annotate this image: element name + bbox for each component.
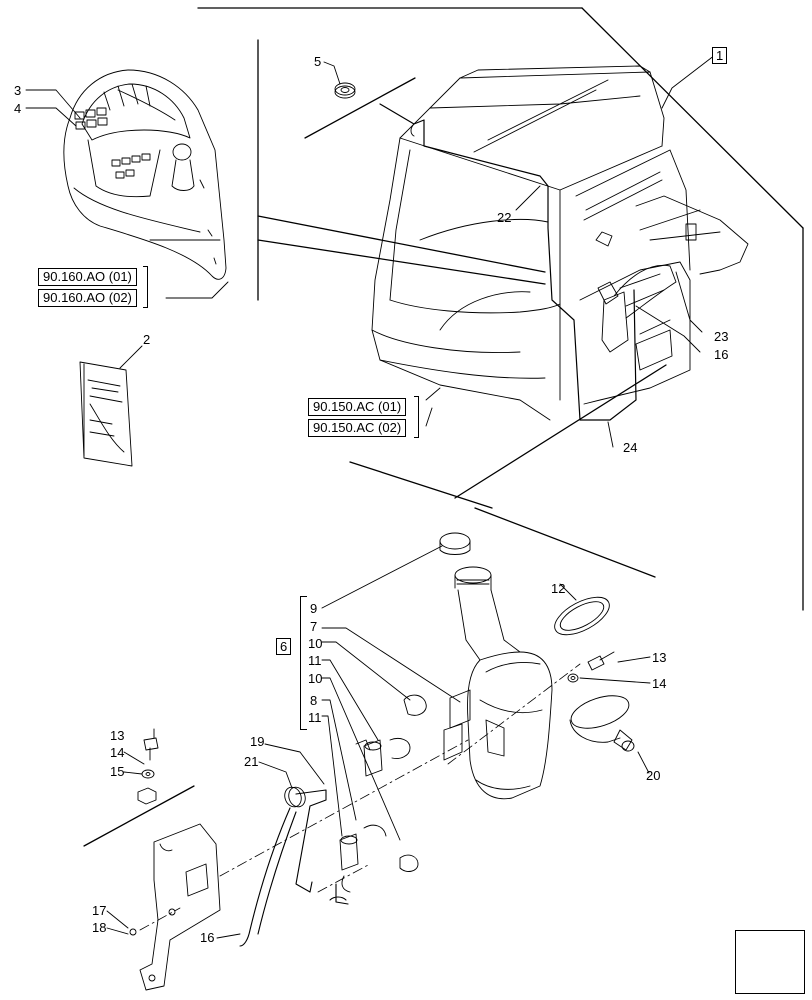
console-reference-bracket bbox=[143, 266, 148, 308]
callout-5: 5 bbox=[314, 54, 321, 69]
callout-4: 4 bbox=[14, 101, 21, 116]
callout-13-left: 13 bbox=[110, 728, 124, 743]
callout-24: 24 bbox=[623, 440, 637, 455]
grommet-illustration bbox=[334, 82, 356, 99]
control-console-illustration bbox=[63, 69, 227, 280]
callout-14-left: 14 bbox=[110, 745, 124, 760]
callout-10-upper: 10 bbox=[308, 636, 322, 651]
callout-3: 3 bbox=[14, 83, 21, 98]
seal-ring-illustration bbox=[554, 596, 610, 636]
callout-7: 7 bbox=[310, 619, 317, 634]
callout-11-upper: 11 bbox=[308, 653, 322, 668]
section-boundary-lines bbox=[83, 7, 804, 847]
callout-19: 19 bbox=[250, 734, 264, 749]
callout-6: 6 bbox=[280, 639, 288, 654]
hose-clamp-illustration bbox=[569, 695, 635, 752]
callout-12: 12 bbox=[551, 581, 565, 596]
reference-link-console-01[interactable]: 90.160.AO (01) bbox=[38, 268, 137, 286]
kit-6-bracket bbox=[300, 596, 307, 730]
washer-reservoir-illustration bbox=[439, 532, 553, 800]
washer-pump-illustration bbox=[339, 694, 427, 893]
cab-reference-bracket bbox=[414, 396, 419, 438]
callout-18: 18 bbox=[92, 920, 106, 935]
callout-6-box: 6 bbox=[276, 638, 292, 655]
callout-22: 22 bbox=[497, 210, 511, 225]
operator-manual-illustration bbox=[79, 361, 133, 467]
callout-11-lower: 11 bbox=[308, 710, 322, 725]
callout-10-lower: 10 bbox=[308, 671, 322, 686]
reference-link-cab-02[interactable]: 90.150.AC (02) bbox=[308, 419, 407, 437]
mounting-bracket-illustration bbox=[139, 823, 221, 991]
callout-1-box: 1 bbox=[712, 47, 728, 64]
callout-2: 2 bbox=[143, 332, 150, 347]
fastener-stack-illustration bbox=[129, 737, 159, 936]
callout-16-cab: 16 bbox=[714, 347, 728, 362]
callout-9: 9 bbox=[310, 601, 317, 616]
leader-lines bbox=[25, 54, 716, 939]
callout-14-right: 14 bbox=[652, 676, 666, 691]
callout-15: 15 bbox=[110, 764, 124, 779]
callout-17: 17 bbox=[92, 903, 106, 918]
assembly-center-lines bbox=[139, 663, 581, 931]
washer-hose-illustration bbox=[239, 789, 349, 947]
reference-link-console-02[interactable]: 90.160.AO (02) bbox=[38, 289, 137, 307]
callout-1: 1 bbox=[716, 48, 724, 63]
callout-21: 21 bbox=[244, 754, 258, 769]
reference-link-cab-01[interactable]: 90.150.AC (01) bbox=[308, 398, 407, 416]
callout-labels: 3 4 5 2 22 23 16 24 12 9 7 10 11 10 8 11… bbox=[14, 54, 728, 945]
callout-13-right: 13 bbox=[652, 650, 666, 665]
callout-8: 8 bbox=[310, 693, 317, 708]
next-page-button[interactable] bbox=[735, 930, 805, 994]
bolt-washer-illustration bbox=[567, 651, 615, 683]
callout-16-hose: 16 bbox=[200, 930, 214, 945]
cab-illustration bbox=[371, 65, 749, 421]
callout-20: 20 bbox=[646, 768, 660, 783]
callout-23: 23 bbox=[714, 329, 728, 344]
grommet-21-illustration bbox=[284, 786, 306, 808]
